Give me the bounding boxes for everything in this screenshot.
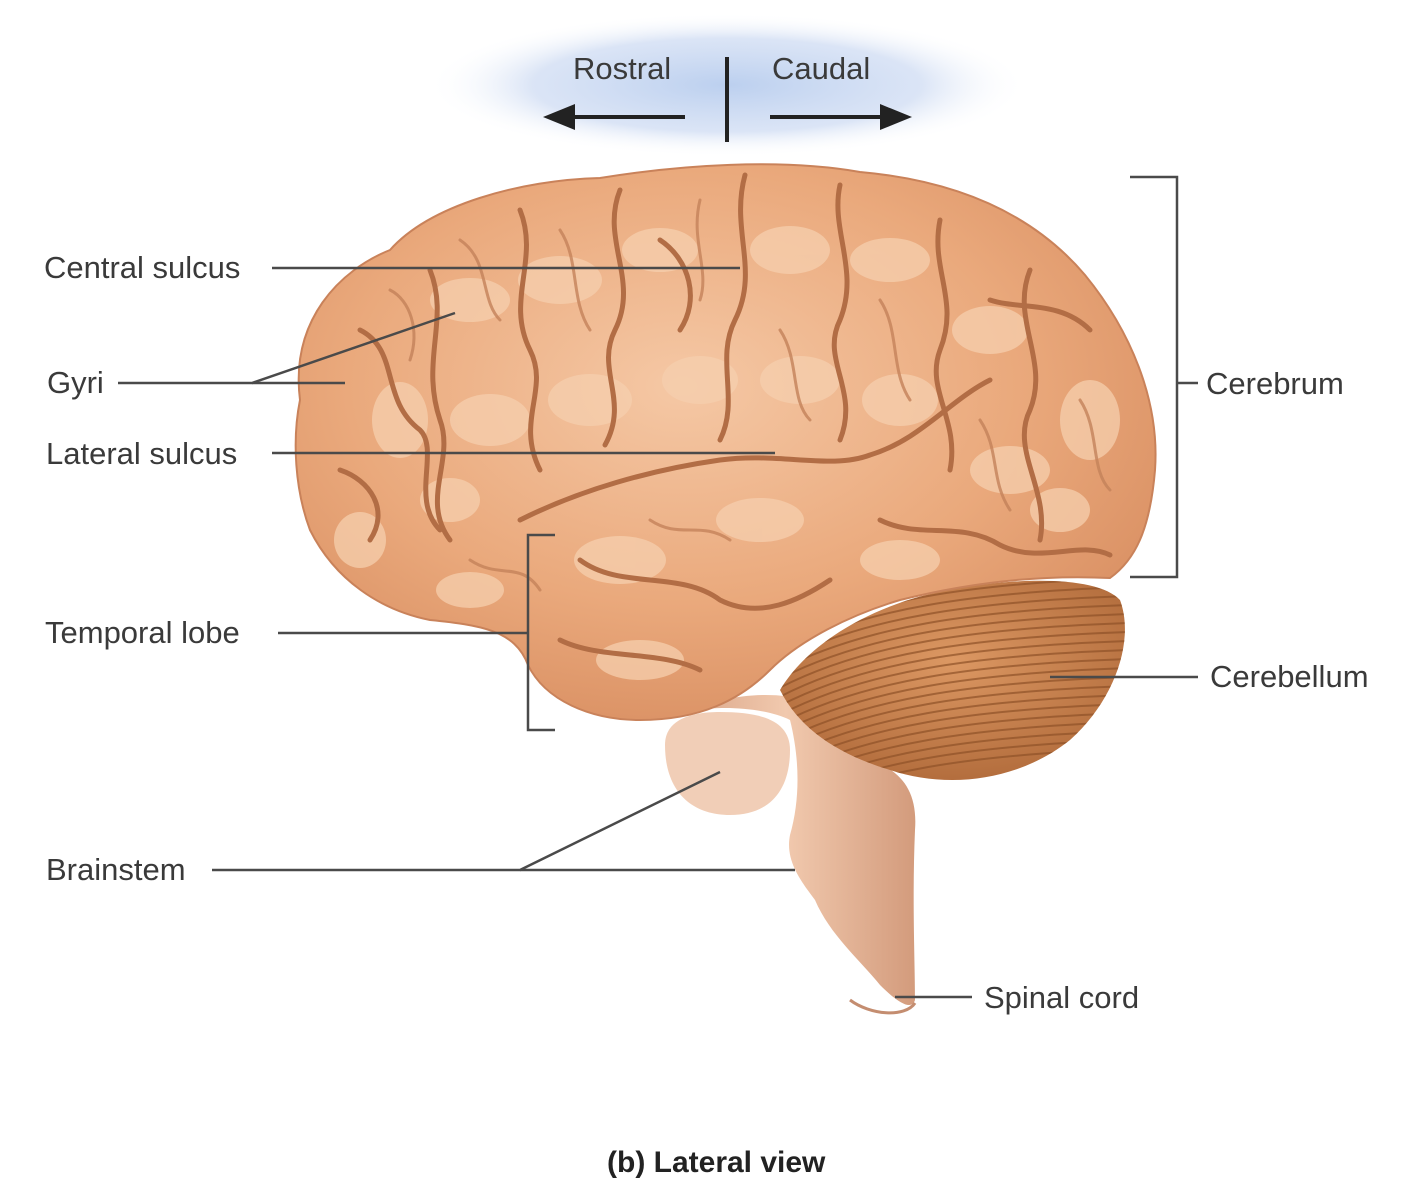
- central-sulcus-line: [717, 172, 748, 443]
- rostral-arrow: [543, 104, 685, 130]
- brainstem-shape: [665, 695, 917, 1015]
- caudal-label: Caudal: [772, 51, 871, 86]
- figure-caption: (b) Lateral view: [607, 1146, 826, 1179]
- direction-indicator: [427, 13, 1027, 157]
- central-sulcus-label: Central sulcus: [44, 250, 241, 285]
- leader-lines: [118, 175, 1198, 999]
- lateral-sulcus-line: [517, 377, 993, 523]
- temporal-lobe-bracket: [526, 533, 555, 732]
- gyri-label: Gyri: [47, 365, 104, 400]
- cerebrum-bracket: [1130, 175, 1179, 579]
- rostral-label: Rostral: [573, 51, 672, 86]
- brainstem-label: Brainstem: [46, 852, 186, 887]
- cerebrum-label: Cerebrum: [1206, 366, 1344, 401]
- lateral-sulcus-label: Lateral sulcus: [46, 436, 238, 471]
- cerebrum-shape: [294, 163, 1157, 722]
- cerebellum-label: Cerebellum: [1210, 659, 1369, 694]
- temporal-lobe-label: Temporal lobe: [45, 615, 240, 650]
- spinal-cord-label: Spinal cord: [984, 980, 1140, 1015]
- brainstem-leader: [212, 770, 721, 872]
- caudal-arrow: [770, 104, 912, 130]
